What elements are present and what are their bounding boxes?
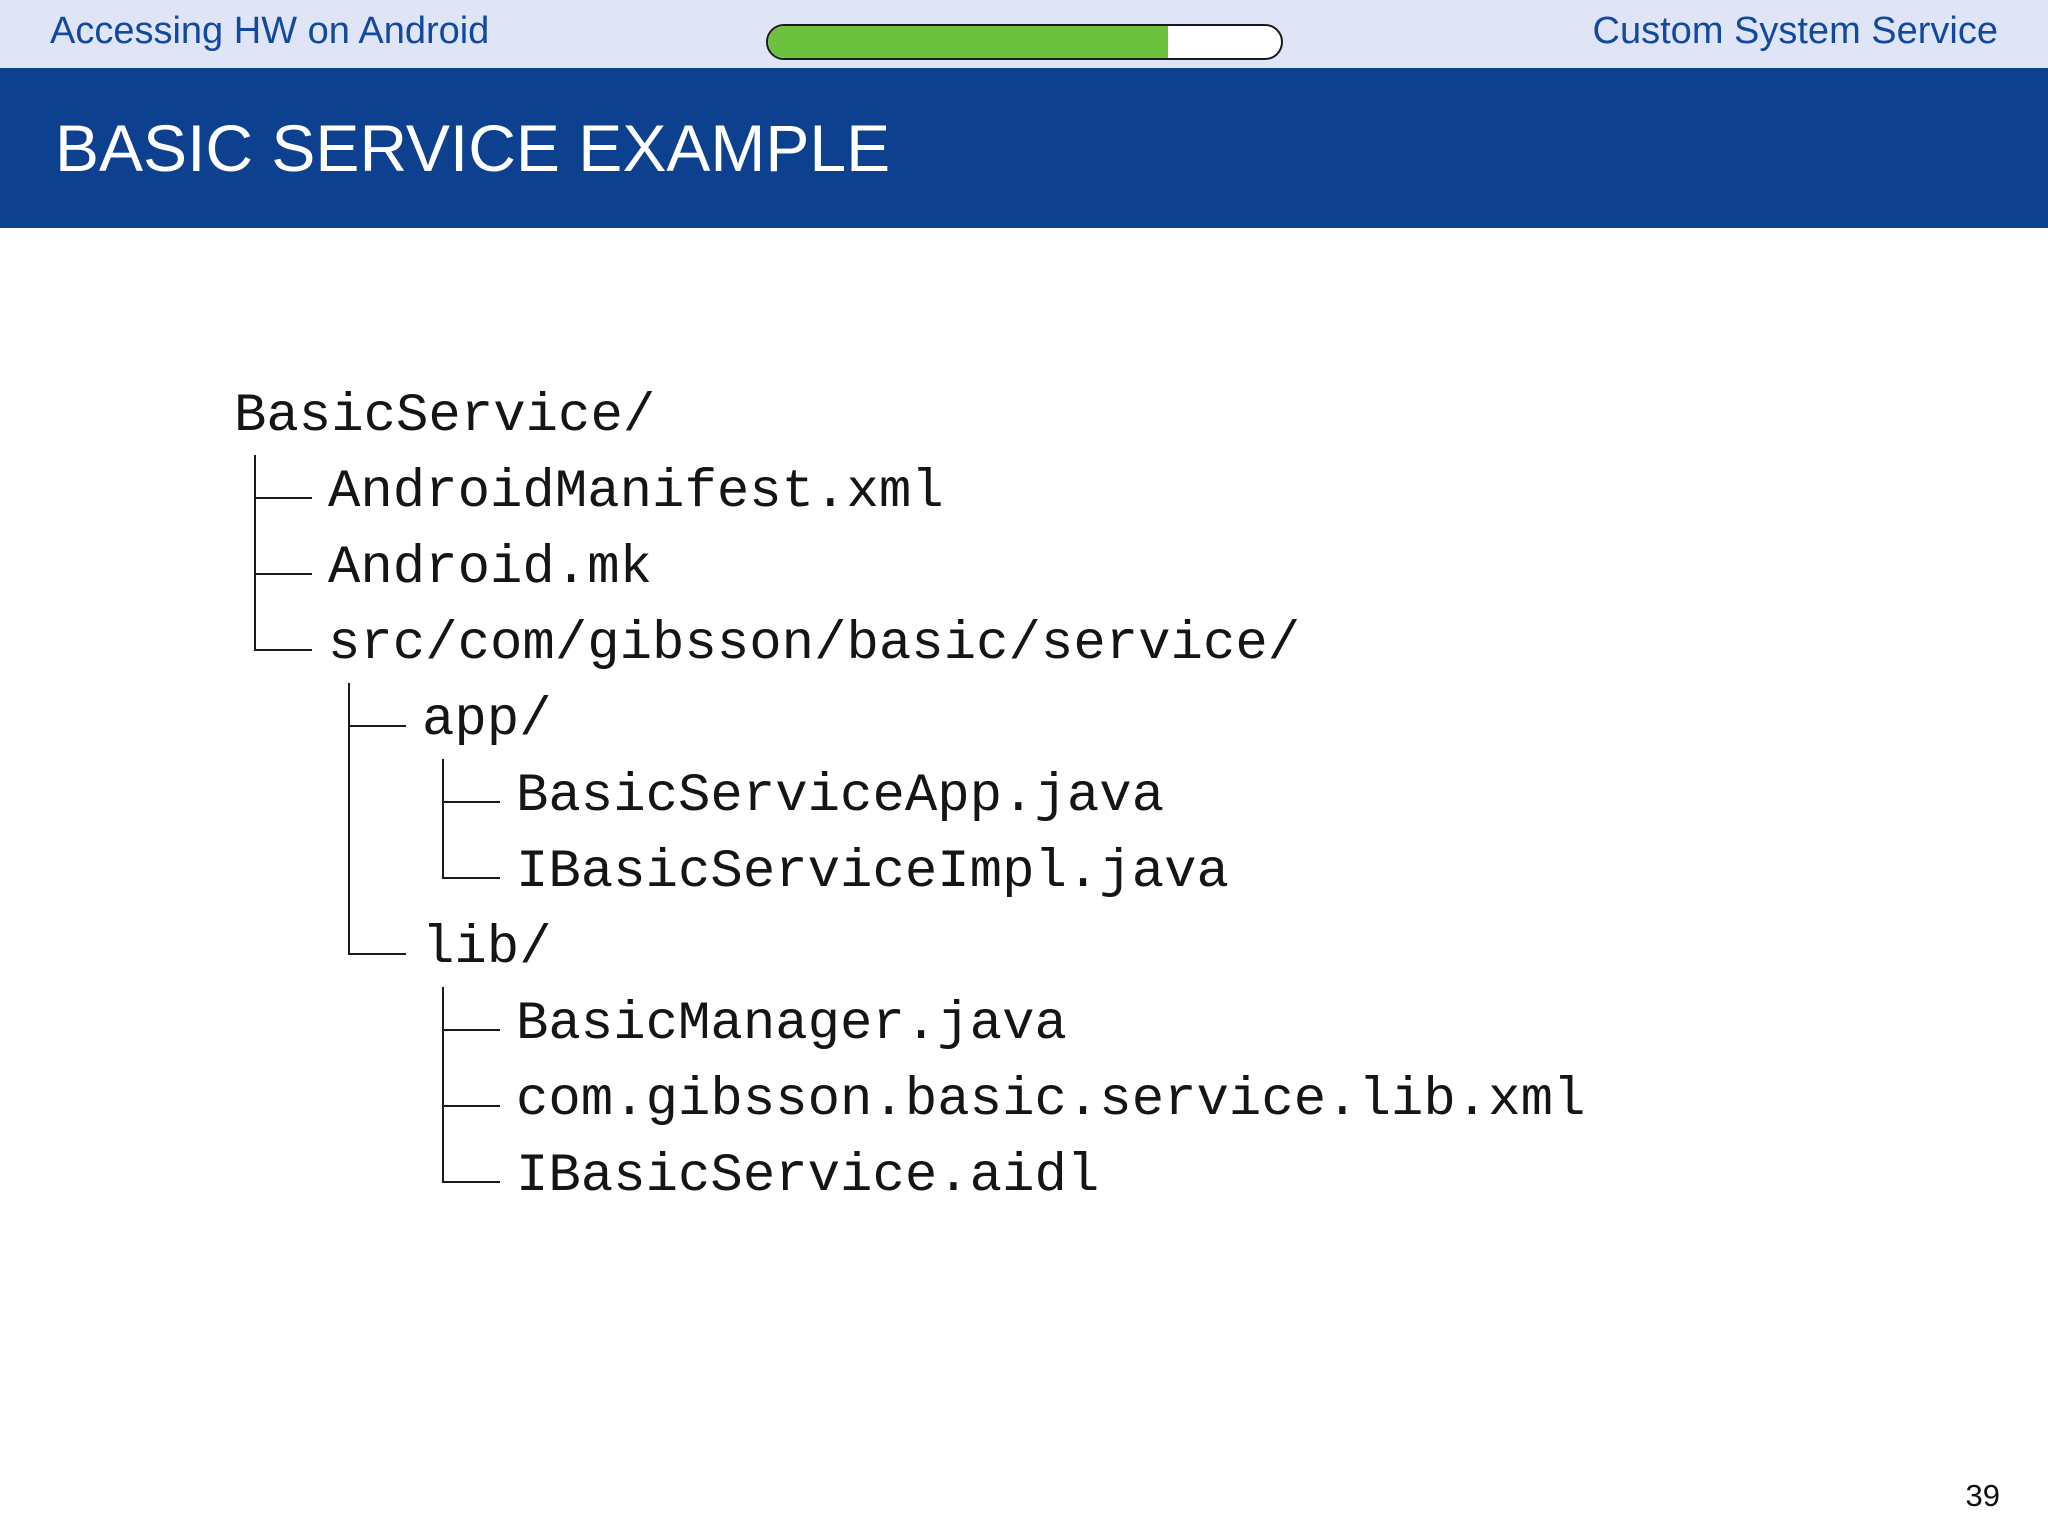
tree-row-label: BasicManager.java <box>516 994 1067 1055</box>
tree-row: lib/ <box>234 911 1585 987</box>
tree-connector-tee <box>422 759 516 835</box>
progress-bar <box>766 24 1283 60</box>
tree-row: Android.mk <box>234 531 1585 607</box>
tree-connector-blank <box>234 911 328 987</box>
tree-row-label: BasicServiceApp.java <box>516 766 1165 827</box>
tree-connector-blank <box>234 759 328 835</box>
tree-connector-tee <box>234 455 328 531</box>
tree-connector-blank <box>328 1063 422 1139</box>
tree-row: BasicService/ <box>234 379 1585 455</box>
section-title: Custom System Service <box>1592 9 1998 52</box>
tree-connector-blank <box>234 987 328 1063</box>
tree-connector-blank <box>328 987 422 1063</box>
tree-row: src/com/gibsson/basic/service/ <box>234 607 1585 683</box>
tree-connector-elbow <box>422 835 516 911</box>
header-bar: Accessing HW on Android Custom System Se… <box>0 0 2048 68</box>
tree-connector-blank <box>234 1139 328 1215</box>
tree-connector-elbow <box>234 607 328 683</box>
progress-fill <box>768 26 1169 58</box>
tree-row: BasicManager.java <box>234 987 1585 1063</box>
tree-connector-elbow <box>328 911 422 987</box>
tree-row-label: Android.mk <box>328 538 653 599</box>
tree-connector-tee <box>422 987 516 1063</box>
tree-row-label: src/com/gibsson/basic/service/ <box>328 614 1301 675</box>
tree-connector-blank <box>328 1139 422 1215</box>
tree-row-label: AndroidManifest.xml <box>328 462 944 523</box>
tree-row: IBasicServiceImpl.java <box>234 835 1585 911</box>
tree-row-label: IBasicServiceImpl.java <box>516 842 1229 903</box>
tree-connector-tee <box>234 531 328 607</box>
tree-connector-pipe <box>328 835 422 911</box>
tree-row-label: IBasicService.aidl <box>516 1146 1100 1207</box>
tree-row: IBasicService.aidl <box>234 1139 1585 1215</box>
page-number: 39 <box>1965 1478 2000 1513</box>
tree-row: AndroidManifest.xml <box>234 455 1585 531</box>
tree-connector-blank <box>234 1063 328 1139</box>
tree-row-label: lib/ <box>422 918 552 979</box>
slide-title: BASIC SERVICE EXAMPLE <box>55 111 891 185</box>
tree-connector-tee <box>422 1063 516 1139</box>
tree-row-label: com.gibsson.basic.service.lib.xml <box>516 1070 1586 1131</box>
tree-row: BasicServiceApp.java <box>234 759 1585 835</box>
lecture-title: Accessing HW on Android <box>50 9 490 52</box>
tree-connector-pipe <box>328 759 422 835</box>
tree-row: com.gibsson.basic.service.lib.xml <box>234 1063 1585 1139</box>
tree-row: app/ <box>234 683 1585 759</box>
tree-connector-blank <box>234 835 328 911</box>
tree-row-label: BasicService/ <box>234 386 656 447</box>
tree-row-label: app/ <box>422 690 552 751</box>
tree-connector-elbow <box>422 1139 516 1215</box>
tree-connector-blank <box>234 683 328 759</box>
tree-connector-tee <box>328 683 422 759</box>
title-band: BASIC SERVICE EXAMPLE <box>0 68 2048 228</box>
